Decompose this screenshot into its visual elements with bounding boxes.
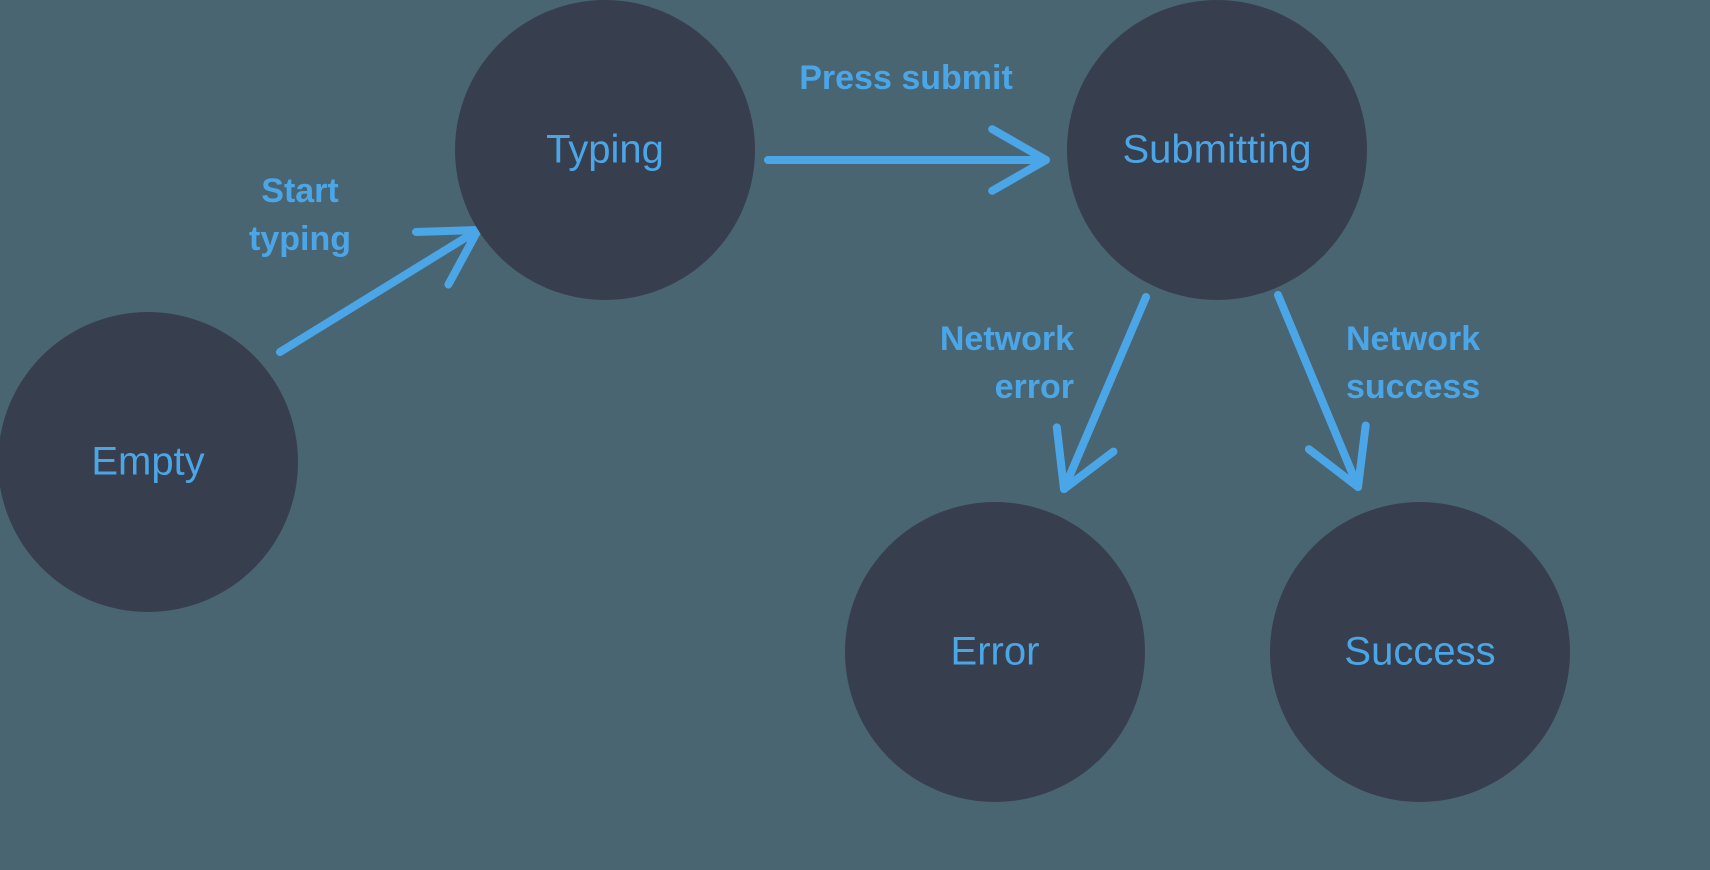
state-node-submitting[interactable]: Submitting [1067,0,1367,300]
nodes-layer: Empty Typing Submitting Error Success [0,0,1570,802]
edge-press-submit-arrowhead [988,125,1050,195]
edge-press-submit[interactable] [764,125,1050,195]
edge-network-success-arrowhead [1304,421,1370,491]
edge-network-error-line [1060,293,1150,493]
state-node-submitting-circle [1067,0,1367,300]
edge-network-error[interactable] [1052,293,1150,493]
state-node-error[interactable]: Error [845,502,1145,802]
state-node-success-circle [1270,502,1570,802]
edge-start-typing-line [276,226,482,356]
state-node-typing-label: Typing [546,128,664,172]
edge-start-typing[interactable] [276,226,482,356]
state-node-typing-circle [455,0,755,300]
edge-label-press-submit: Press submit [799,59,1013,97]
state-node-error-circle [845,502,1145,802]
edges-layer [276,125,1370,493]
edge-network-success-line [1274,291,1362,491]
state-node-success[interactable]: Success [1270,502,1570,802]
state-node-empty[interactable]: Empty [0,312,298,612]
state-node-empty-circle [0,312,298,612]
state-node-success-label: Success [1344,630,1495,674]
state-node-typing[interactable]: Typing [455,0,755,300]
edge-start-typing-arrowhead [412,226,482,289]
state-node-submitting-label: Submitting [1123,128,1312,172]
state-node-empty-label: Empty [91,440,204,484]
state-node-error-label: Error [951,630,1040,674]
edge-network-error-arrowhead [1052,423,1118,493]
edge-network-success[interactable] [1274,291,1370,491]
